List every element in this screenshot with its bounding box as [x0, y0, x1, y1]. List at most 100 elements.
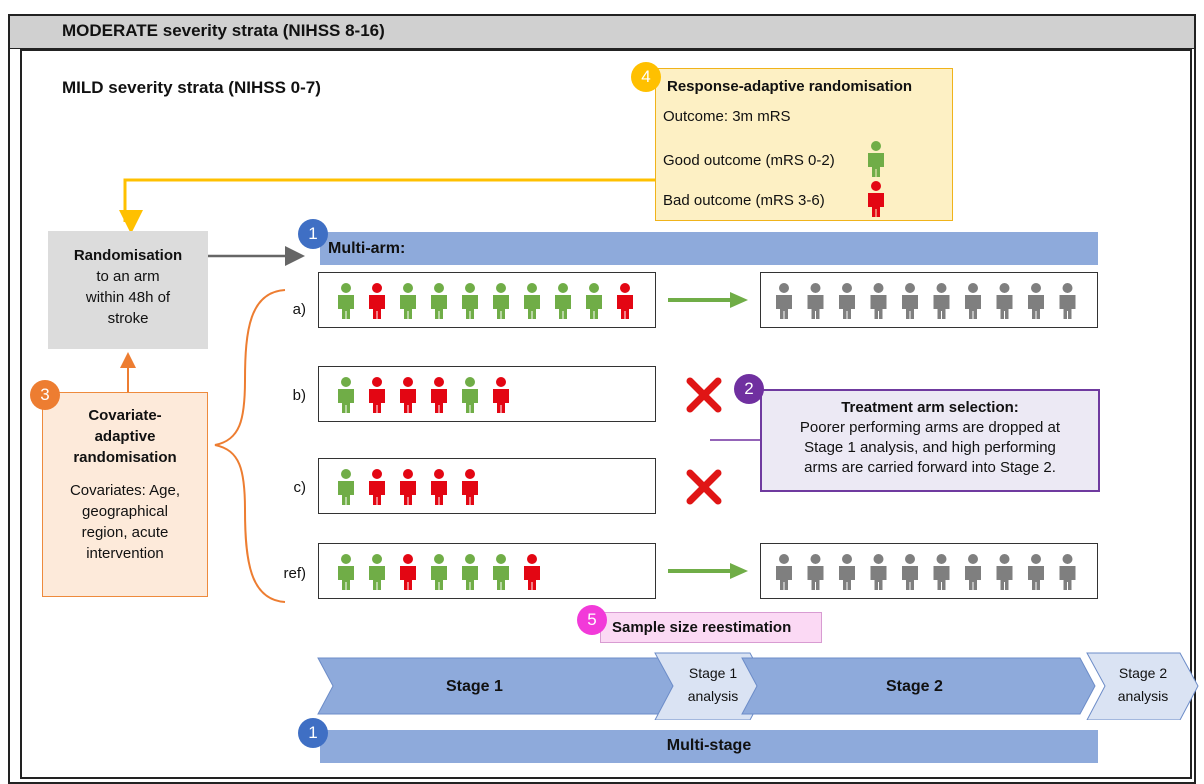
arm-label: a): [292, 301, 306, 318]
pending-person: [965, 554, 981, 590]
pending-person: [996, 554, 1013, 590]
randomisation-line: within 48h of: [85, 289, 171, 306]
treatment-selection-title: Treatment arm selection:: [841, 399, 1019, 416]
bad-outcome-person: [400, 377, 416, 413]
good-outcome-text: Good outcome (mRS 0-2): [663, 152, 835, 169]
pending-person: [839, 554, 855, 590]
arm-a-stage2: [760, 272, 1098, 328]
pending-person: [776, 554, 792, 590]
carry-forward-arrow: [668, 563, 748, 579]
good-outcome-person: [338, 554, 354, 590]
bad-outcome-text: Bad outcome (mRS 3-6): [663, 192, 825, 209]
treatment-selection-box: Treatment arm selection: Poorer performi…: [760, 389, 1100, 492]
covariate-title: Covariate-: [88, 407, 162, 424]
step-number-badge: 5: [577, 605, 607, 635]
pending-person: [870, 283, 887, 319]
randomisation-line: stroke: [107, 310, 149, 327]
arm-label: ref): [283, 565, 307, 582]
bad-outcome-person: [617, 283, 633, 319]
bad-outcome-person: [400, 554, 416, 590]
multi-stage-bar: [320, 730, 1098, 763]
good-outcome-person-icon: [868, 141, 884, 177]
step-number-badge: 4: [631, 62, 661, 92]
good-outcome-person: [369, 554, 385, 590]
bad-outcome-person: [524, 554, 540, 590]
covariate-adaptive-box: Covariate- adaptive randomisation Covari…: [42, 392, 208, 597]
pending-person: [902, 283, 918, 319]
good-outcome-person: [431, 283, 447, 319]
carry-forward-arrow: [668, 292, 748, 308]
pending-person: [933, 554, 950, 590]
stage1-label: Stage 1: [446, 678, 503, 695]
good-outcome-person: [462, 283, 478, 319]
moderate-strata-header: [10, 16, 1194, 49]
multi-arm-label: Multi-arm:: [328, 240, 406, 257]
covariate-line: intervention: [86, 545, 164, 562]
pending-person: [870, 554, 887, 590]
multi-arm-bar: [320, 232, 1098, 265]
good-outcome-person: [338, 283, 354, 319]
good-outcome-person: [400, 283, 416, 319]
good-outcome-person: [555, 283, 571, 319]
arm-b-stage1: [318, 366, 656, 422]
treatment-selection-line: Stage 1 analysis, and high performing: [804, 439, 1056, 456]
randomisation-box: Randomisation to an arm within 48h of st…: [48, 231, 208, 349]
arm-ref-stage2: [760, 543, 1098, 599]
stage2-chevron: [741, 657, 1096, 715]
mild-strata-title: MILD severity strata (NIHSS 0-7): [62, 78, 321, 97]
arm-ref-stage1: [318, 543, 656, 599]
bad-outcome-person: [369, 377, 385, 413]
pending-person: [1059, 554, 1076, 590]
good-outcome-person: [493, 554, 509, 590]
pending-person: [902, 554, 918, 590]
pending-person: [1059, 283, 1076, 319]
stage2-analysis-chevron: [1086, 652, 1199, 720]
feedback-line: [119, 178, 655, 234]
bad-outcome-person-icon: [868, 181, 884, 217]
pending-person: [807, 283, 824, 319]
arm-c-stage1: [318, 458, 656, 514]
bad-outcome-person: [369, 469, 385, 505]
bad-outcome-person: [431, 469, 447, 505]
pending-person: [965, 283, 981, 319]
stage-timeline: [317, 652, 1199, 720]
sample-size-label: Sample size reestimation: [612, 619, 792, 636]
bad-outcome-person: [493, 377, 509, 413]
randomisation-title: Randomisation: [73, 247, 183, 264]
step-number-badge: 3: [30, 380, 60, 410]
bad-outcome-person: [462, 469, 478, 505]
stage2-analysis-label: analysis: [1117, 688, 1169, 704]
covariate-line: region, acute: [81, 524, 169, 541]
good-outcome-person: [493, 283, 509, 319]
dropped-cross-icon: [686, 377, 722, 413]
good-outcome-person: [462, 377, 478, 413]
pending-person: [807, 554, 824, 590]
step-number-badge: 2: [734, 374, 764, 404]
stage2-analysis-label: Stage 2: [1118, 665, 1168, 681]
step-number-badge: 1: [298, 219, 328, 249]
stage1-analysis-label: analysis: [687, 688, 739, 704]
good-outcome-person: [462, 554, 478, 590]
pending-person: [839, 283, 855, 319]
outcome-text: Outcome: 3m mRS: [663, 108, 791, 125]
pending-person: [996, 283, 1013, 319]
stage1-analysis-chevron: [654, 652, 769, 720]
covariate-line: Covariates: Age,: [69, 482, 181, 499]
bad-outcome-person: [868, 181, 884, 217]
good-outcome-person: [586, 283, 602, 319]
bad-outcome-person: [400, 469, 416, 505]
dropped-cross-icon: [686, 469, 722, 505]
response-adaptive-box: [655, 68, 953, 221]
bad-outcome-person: [431, 377, 447, 413]
arm-a-stage1: [318, 272, 656, 328]
covariate-title: adaptive: [94, 428, 156, 445]
treatment-selection-line: arms are carried forward into Stage 2.: [804, 459, 1056, 476]
good-outcome-person: [338, 377, 354, 413]
bad-outcome-person: [369, 283, 385, 319]
good-outcome-person: [524, 283, 540, 319]
good-outcome-person: [868, 141, 884, 177]
stage2-label: Stage 2: [886, 678, 943, 695]
multi-stage-label: Multi-stage: [666, 737, 752, 754]
arm-label: c): [293, 479, 307, 496]
randomisation-line: to an arm: [96, 268, 160, 285]
